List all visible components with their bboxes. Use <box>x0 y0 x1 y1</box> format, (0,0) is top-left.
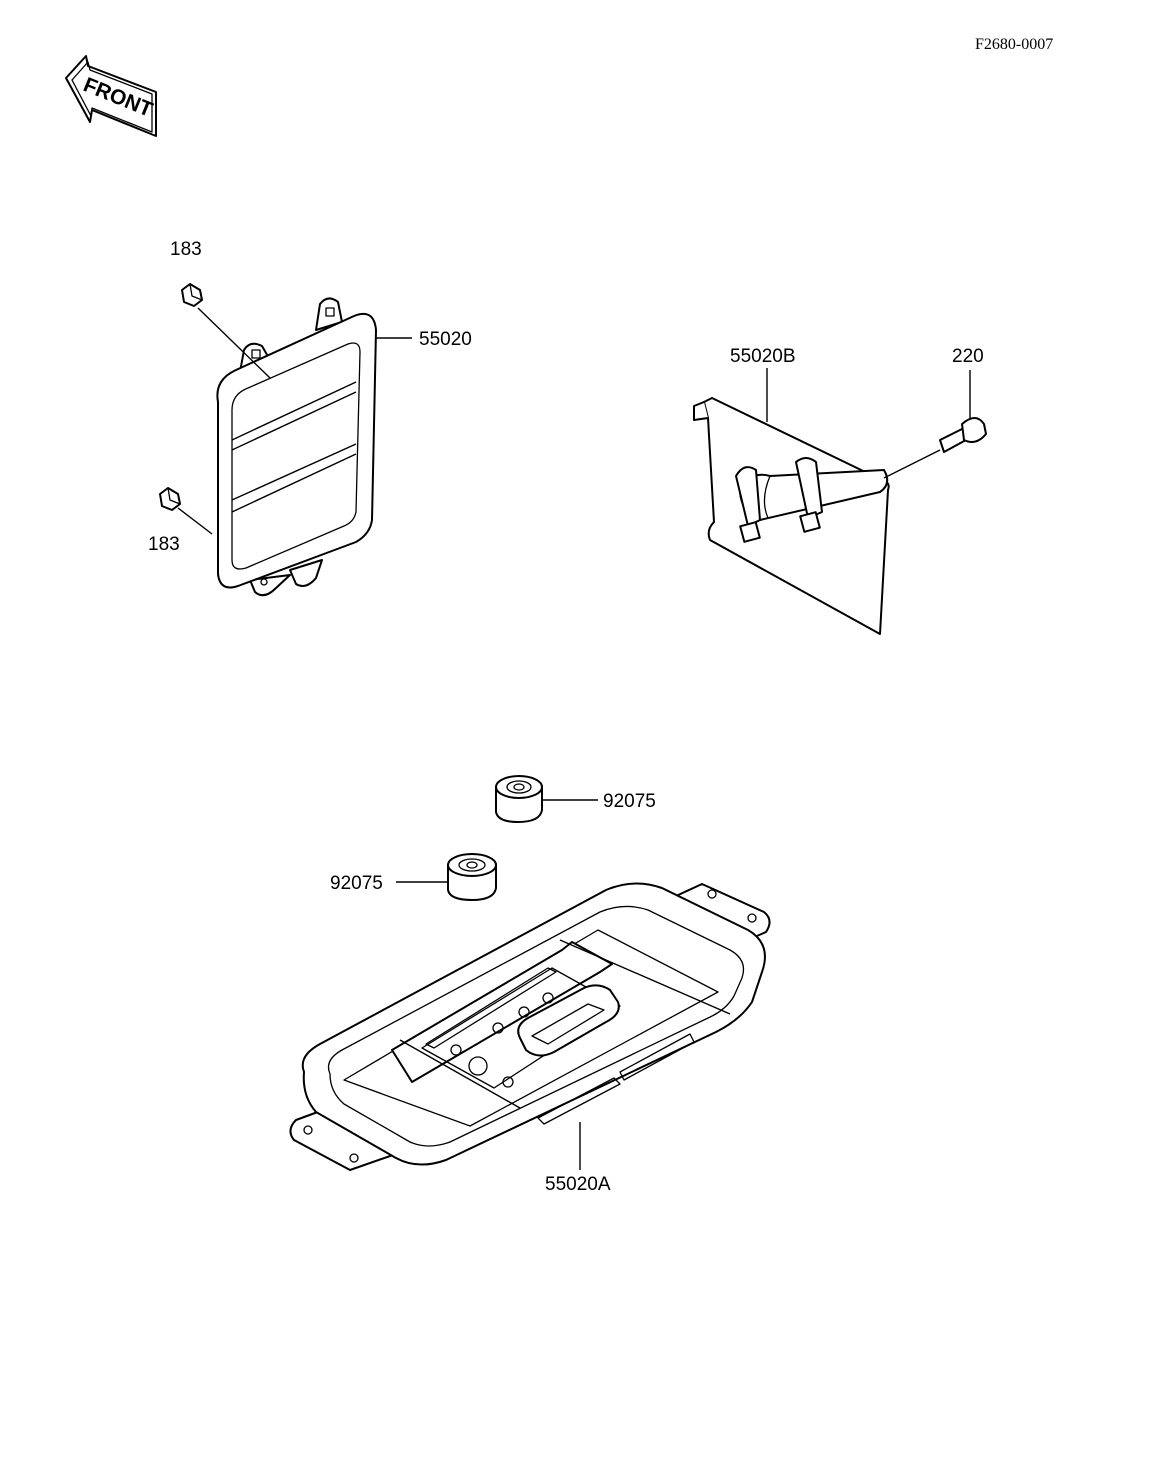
bolt-220-icon <box>939 417 987 453</box>
callout-55020: 55020 <box>419 329 472 350</box>
front-arrow-icon: FRONT <box>65 55 157 137</box>
battery-tray-55020A <box>289 882 771 1171</box>
callout-92075-lower: 92075 <box>330 873 383 894</box>
bracket-55020B <box>693 397 890 635</box>
damper-92075-lower-icon <box>447 853 497 901</box>
figure-code: F2680-0007 <box>975 36 1053 53</box>
callout-183-top: 183 <box>170 239 202 260</box>
callout-92075-upper: 92075 <box>603 791 656 812</box>
damper-92075-upper-icon <box>495 775 543 823</box>
screw-183-bottom-icon <box>159 487 181 511</box>
grille-cover-55020 <box>216 297 377 597</box>
callout-55020B: 55020B <box>730 346 796 367</box>
callout-55020A: 55020A <box>545 1174 611 1195</box>
callout-183-bottom: 183 <box>148 534 180 555</box>
callout-220: 220 <box>952 346 984 367</box>
screw-183-top-icon <box>181 283 203 307</box>
